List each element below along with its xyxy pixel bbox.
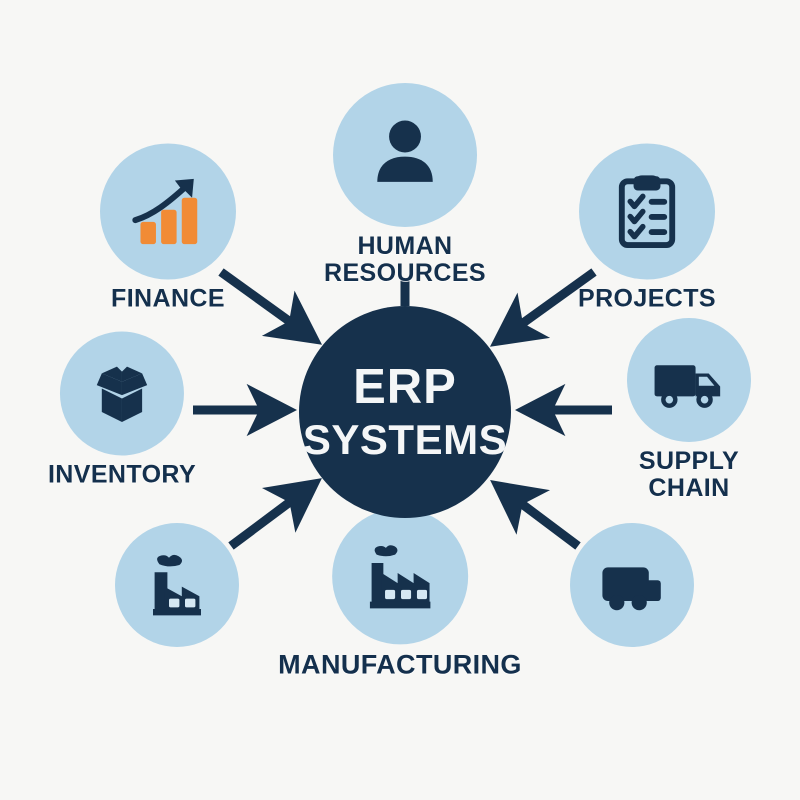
inventory-label: INVENTORY bbox=[47, 460, 197, 489]
node-inventory[interactable]: INVENTORY bbox=[47, 331, 197, 489]
arrow-finance-to-hub bbox=[218, 268, 323, 345]
inventory-icon-circle bbox=[59, 331, 184, 456]
hub-title-line2: SYSTEMS bbox=[302, 416, 508, 463]
projects-icon-circle bbox=[579, 143, 715, 280]
human-resources-icon-circle bbox=[333, 83, 477, 227]
node-finance[interactable]: FINANCE bbox=[100, 143, 236, 313]
node-manufacturing[interactable]: MANUFACTURING bbox=[278, 508, 522, 679]
human-resources-label: HUMAN RESOURCES bbox=[324, 232, 486, 287]
plant-operations-icon-circle bbox=[115, 523, 239, 647]
box-truck-icon bbox=[602, 567, 661, 611]
node-plant-operations[interactable] bbox=[115, 523, 239, 653]
factory-icon bbox=[369, 545, 431, 609]
node-human-resources[interactable]: HUMAN RESOURCES bbox=[324, 83, 486, 287]
arrow-projects-to-hub bbox=[489, 268, 597, 347]
arrow-plant-operations-to-hub bbox=[228, 478, 322, 550]
factory-smokestack-icon bbox=[153, 554, 201, 616]
hub-title-line1: ERP bbox=[353, 360, 457, 414]
projects-label: PROJECTS bbox=[578, 284, 716, 313]
erp-systems-hub[interactable]: ERP SYSTEMS bbox=[299, 306, 511, 518]
delivery-truck-icon bbox=[654, 365, 721, 408]
growth-bar-chart-icon bbox=[132, 178, 198, 245]
finance-icon-circle bbox=[100, 143, 236, 280]
finance-label: FINANCE bbox=[111, 284, 225, 313]
person-icon bbox=[377, 120, 433, 182]
arrow-logistics-to-hub bbox=[490, 480, 581, 550]
supply-chain-icon-circle bbox=[627, 318, 751, 442]
logistics-icon-circle bbox=[570, 523, 694, 647]
manufacturing-icon-circle bbox=[332, 508, 468, 645]
supply-chain-label: SUPPLY CHAIN bbox=[638, 447, 740, 502]
open-box-icon bbox=[96, 366, 148, 423]
manufacturing-label: MANUFACTURING bbox=[278, 649, 522, 680]
clipboard-checklist-icon bbox=[618, 175, 676, 249]
node-logistics[interactable] bbox=[570, 523, 694, 653]
node-supply-chain[interactable]: SUPPLY CHAIN bbox=[627, 318, 751, 502]
node-projects[interactable]: PROJECTS bbox=[578, 143, 716, 313]
